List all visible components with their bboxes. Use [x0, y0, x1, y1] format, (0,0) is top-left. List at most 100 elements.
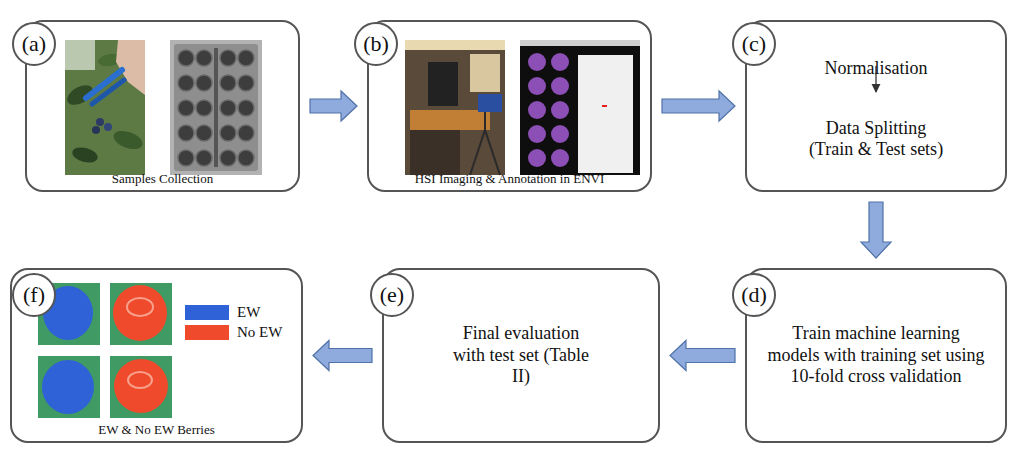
tray-divider [214, 48, 218, 167]
tray-cell [196, 75, 212, 91]
step-letter: (b) [363, 33, 389, 55]
box-text: HSI Imaging & Annotation in ENVI [415, 171, 605, 187]
berry-image [551, 101, 569, 119]
tray-cell [220, 75, 236, 91]
berry-image [551, 53, 569, 71]
berry-image [528, 101, 546, 119]
berry-highlight [127, 298, 153, 316]
photo-ground [170, 40, 262, 175]
pruner [92, 80, 124, 104]
step-label-circle: (b) [354, 22, 398, 66]
classified-berries [38, 283, 172, 418]
box-text: Data Splitting (Train & Test sets) [805, 118, 948, 161]
berry-image [528, 77, 546, 95]
title-bar [520, 40, 640, 46]
berry-image [528, 53, 546, 71]
berry-highlight [128, 372, 152, 388]
tripod [470, 112, 500, 175]
tray [174, 44, 258, 171]
step-label-circle: (a) [12, 22, 56, 66]
legend-text: EW [237, 304, 260, 321]
berry-tile [110, 283, 172, 345]
process-box: NormalisationData Splitting (Train & Tes… [745, 20, 1007, 192]
ceiling-light [405, 40, 505, 50]
tray-cell [178, 50, 194, 66]
leaf [71, 145, 100, 165]
legend-row: EW [185, 302, 282, 322]
step-letter: (a) [22, 33, 46, 55]
bench [410, 110, 490, 130]
block-arrow [861, 202, 891, 258]
tray-cell [238, 150, 254, 166]
box-text: Normalisation [825, 58, 928, 80]
step-letter: (d) [741, 284, 767, 306]
step-label-circle: (c) [732, 22, 776, 66]
box-text: Samples Collection [112, 171, 213, 187]
blueberry [104, 123, 112, 131]
tray-cell [196, 50, 212, 66]
photo-ground [405, 40, 505, 175]
step-label-circle: (d) [732, 273, 776, 317]
no-ew-berry [114, 359, 168, 413]
berry-image [551, 77, 569, 95]
sky-patch [65, 40, 95, 70]
step-letter: (e) [380, 284, 404, 306]
berry-picking-photo [64, 40, 145, 175]
berry-image [551, 149, 569, 167]
tray-cell [178, 75, 194, 91]
process-box: HSI Imaging & Annotation in ENVI(b) [367, 20, 652, 192]
white-reference [578, 55, 633, 173]
photo-ground [65, 40, 145, 175]
legend-swatch [185, 325, 229, 340]
legend-row: No EW [185, 322, 282, 342]
block-arrow [313, 341, 372, 371]
berry-tile [110, 356, 172, 418]
cursor-mark [602, 105, 607, 107]
step-letter: (c) [742, 33, 766, 55]
tray-cell [238, 100, 254, 116]
window [470, 54, 500, 92]
block-arrow [662, 91, 735, 121]
tray-cell [196, 100, 212, 116]
block-arrow [310, 91, 357, 121]
process-box: EW & No EW Berries(f) [10, 268, 303, 443]
process-box: Samples Collection (a) [25, 20, 300, 192]
step-label-circle: (e) [370, 273, 414, 317]
camera-rig [428, 62, 458, 106]
envi-screenshot [520, 40, 640, 175]
block-arrow [670, 341, 735, 371]
hsi-lab-photo [405, 40, 505, 175]
berry-tile [38, 356, 100, 418]
leaf [111, 127, 145, 152]
monitor [478, 94, 502, 112]
screen-ground [520, 40, 640, 175]
process-box: Final evaluation with test set (Table II… [382, 268, 660, 443]
ew-berry [42, 360, 94, 414]
blueberry [96, 118, 104, 126]
tray-cell [196, 150, 212, 166]
legend: EW No EW [185, 302, 282, 342]
process-box: Train machine learning models with train… [745, 268, 1007, 443]
tray-cell [220, 150, 236, 166]
tray-cell [220, 50, 236, 66]
tray-cell [238, 50, 254, 66]
legend-swatch [185, 305, 229, 320]
tray-cell [178, 125, 194, 141]
tray-cell [238, 75, 254, 91]
box-text: Final evaluation with test set (Table II… [446, 323, 596, 388]
sample-tray-photo [170, 40, 262, 175]
blueberry [92, 126, 100, 134]
berry-image [528, 125, 546, 143]
tray-cell [220, 100, 236, 116]
tray-cell [238, 125, 254, 141]
box-text: Train machine learning models with train… [765, 323, 987, 388]
step-letter: (f) [23, 284, 45, 306]
tray-cell [196, 125, 212, 141]
tray-cell [178, 150, 194, 166]
no-ew-berry [113, 285, 167, 341]
legend-text: No EW [237, 324, 282, 341]
berry-image [528, 149, 546, 167]
tray-cell [220, 125, 236, 141]
step-label-circle: (f) [12, 273, 56, 317]
table-base [410, 130, 460, 175]
